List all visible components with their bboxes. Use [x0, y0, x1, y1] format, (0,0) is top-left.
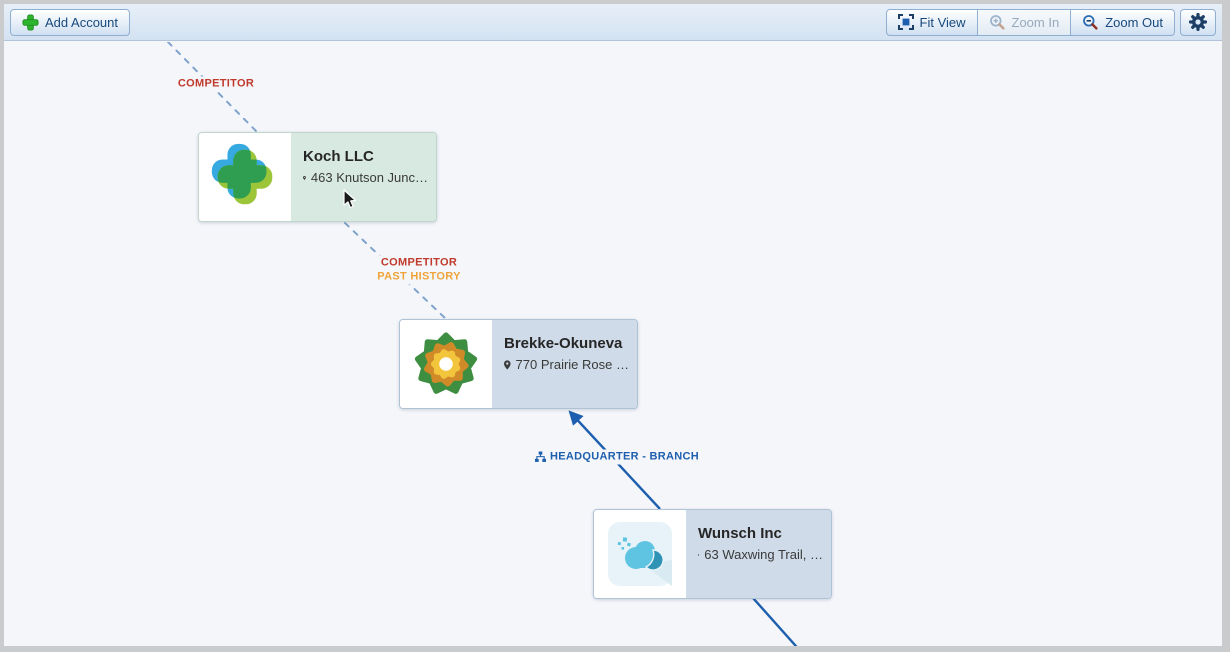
- zoom-out-button[interactable]: Zoom Out: [1070, 8, 1175, 36]
- location-pin-icon: [698, 553, 700, 556]
- account-name: Wunsch Inc: [698, 525, 782, 542]
- zoom-in-button[interactable]: Zoom In: [976, 8, 1072, 36]
- green-plus-icon: [22, 13, 39, 31]
- gear-icon: [1189, 13, 1207, 31]
- account-info: Brekke-Okuneva 770 Prairie Rose …: [492, 320, 637, 408]
- edge-label-headquarter-branch[interactable]: HEADQUARTER - BRANCH: [530, 449, 704, 465]
- account-node-koch-llc[interactable]: Koch LLC 463 Knutson Junc…: [198, 132, 437, 222]
- fit-view-icon: [897, 14, 914, 30]
- relationship-map-app: Add Account Fit View Zoom: [4, 4, 1222, 646]
- account-name: Koch LLC: [303, 148, 374, 165]
- add-account-label: Add Account: [45, 14, 118, 30]
- zoom-out-label: Zoom Out: [1105, 14, 1163, 30]
- location-pin-icon: [504, 359, 511, 370]
- account-logo: [199, 133, 291, 221]
- edge-label-text: HEADQUARTER - BRANCH: [550, 450, 699, 463]
- flower-logo-icon: [414, 332, 478, 394]
- account-node-brekke-okuneva[interactable]: Brekke-Okuneva 770 Prairie Rose …: [399, 319, 638, 409]
- zoom-in-icon: [989, 14, 1005, 30]
- account-name: Brekke-Okuneva: [504, 335, 623, 352]
- zoom-in-label: Zoom In: [1011, 14, 1060, 30]
- account-address: 63 Waxwing Trail, …: [704, 547, 823, 562]
- cross-plus-logo-icon: [211, 143, 273, 205]
- zoom-out-icon: [1083, 14, 1098, 30]
- account-info: Wunsch Inc 63 Waxwing Trail, …: [686, 510, 831, 598]
- add-account-button[interactable]: Add Account: [10, 8, 130, 36]
- edge-label-past-history[interactable]: PAST HISTORY: [372, 269, 466, 285]
- view-controls-group: Fit View Zoom In Zoom: [885, 8, 1175, 36]
- location-pin-icon: [303, 175, 306, 180]
- account-info: Koch LLC 463 Knutson Junc…: [291, 133, 436, 221]
- account-address: 770 Prairie Rose …: [515, 357, 629, 372]
- cloud-logo-icon: [608, 522, 672, 586]
- toolbar: Add Account Fit View Zoom: [4, 4, 1222, 41]
- account-node-wunsch-inc[interactable]: Wunsch Inc 63 Waxwing Trail, …: [593, 509, 832, 599]
- account-logo: [400, 320, 492, 408]
- relationship-map-canvas[interactable]: COMPETITOR COMPETITOR PAST HISTORY HEADQ…: [4, 42, 1222, 646]
- edge-label-competitor-1[interactable]: COMPETITOR: [172, 76, 260, 92]
- settings-button[interactable]: [1180, 8, 1216, 36]
- fit-view-label: Fit View: [919, 14, 966, 30]
- account-logo: [594, 510, 686, 598]
- account-address: 463 Knutson Junc…: [310, 170, 428, 185]
- hierarchy-icon: [535, 451, 546, 462]
- edge-offscreen-bottom[interactable]: [752, 597, 803, 646]
- fit-view-button[interactable]: Fit View: [885, 8, 978, 36]
- edge-label-competitor-2[interactable]: COMPETITOR: [375, 255, 463, 271]
